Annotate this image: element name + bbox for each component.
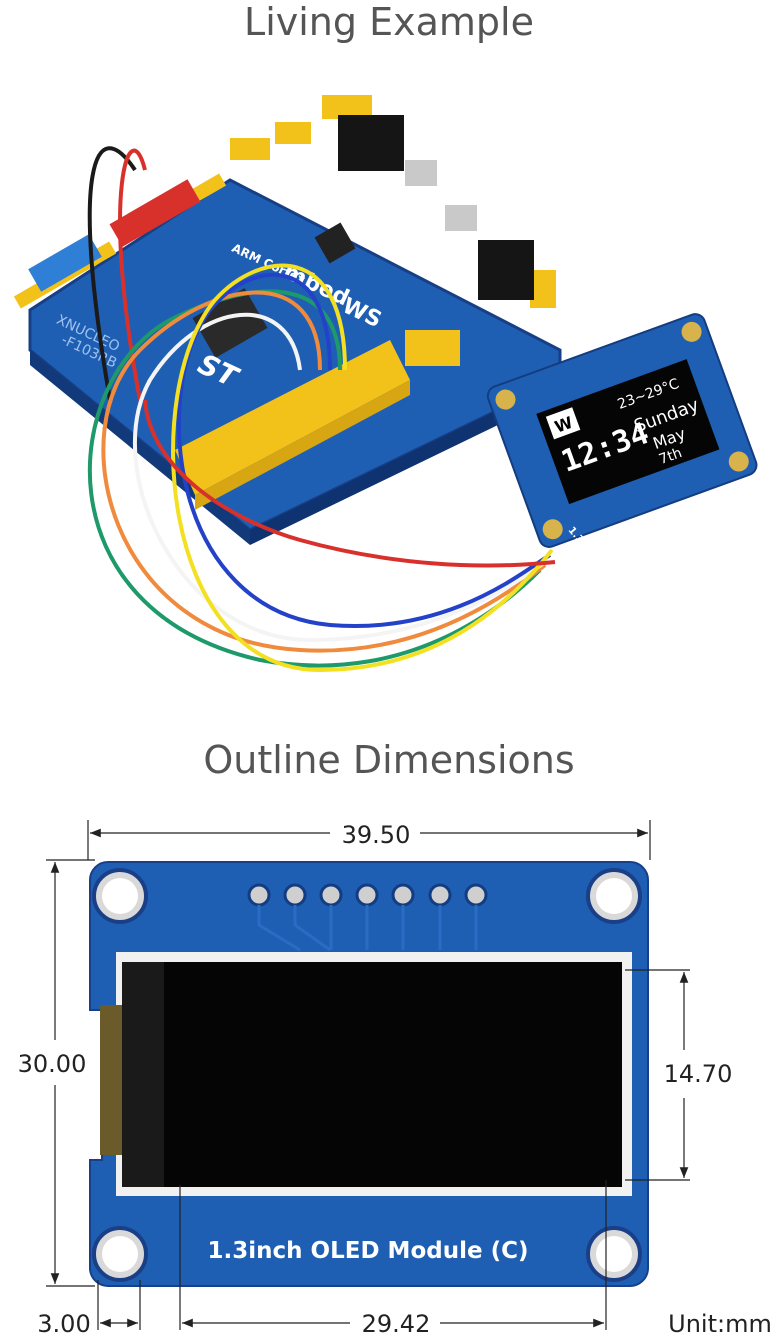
jumper-wires: [87, 146, 556, 673]
living-example-illustration: mbed WS ARM Cortex XNUCLEO -F103RB ST W …: [13, 95, 758, 673]
outline-module-label: 1.3inch OLED Module (C): [208, 1238, 529, 1264]
blue-header: [28, 234, 102, 292]
small-chip: [314, 222, 356, 264]
outline-dimensions-title: Outline Dimensions: [203, 738, 575, 782]
small-oled-screen: [536, 359, 720, 505]
dim-height-label: 30.00: [18, 1050, 87, 1078]
fpc-ribbon: [100, 1005, 122, 1155]
mounting-holes: [92, 868, 642, 1282]
dim-screen-height-label: 14.70: [664, 1060, 733, 1088]
unit-label: Unit:mm: [668, 1310, 772, 1338]
usb-port-1: [405, 160, 437, 186]
dc-jack: [338, 115, 404, 171]
screen-date: 7th: [657, 445, 684, 468]
dim-screen-height: 14.70: [625, 969, 733, 1181]
usb-port-2: [445, 205, 477, 231]
dim-height: 30.00: [18, 859, 95, 1287]
dim-screen-width-label: 29.42: [362, 1310, 431, 1338]
oled-side-panel: [122, 962, 164, 1187]
dim-width: 39.50: [87, 820, 651, 860]
dim-width-label: 39.50: [342, 821, 411, 849]
red-header: [109, 179, 201, 247]
dim-screen-width: 29.42: [179, 1180, 607, 1338]
dim-hole-offset: 3.00: [37, 1280, 141, 1338]
jtag-connector: [478, 240, 534, 300]
oled-pcb: 1.3inch OLED Module (C): [89, 861, 649, 1287]
mcu-chip: [192, 288, 268, 358]
bottom-header: [175, 340, 410, 495]
screen-logo: W: [552, 413, 575, 437]
oled-active-area: [164, 962, 622, 1187]
header-pads: [247, 883, 488, 907]
living-example-title: Living Example: [244, 0, 534, 44]
pcb-traces: [257, 905, 478, 952]
dim-hole-offset-label: 3.00: [37, 1310, 90, 1338]
